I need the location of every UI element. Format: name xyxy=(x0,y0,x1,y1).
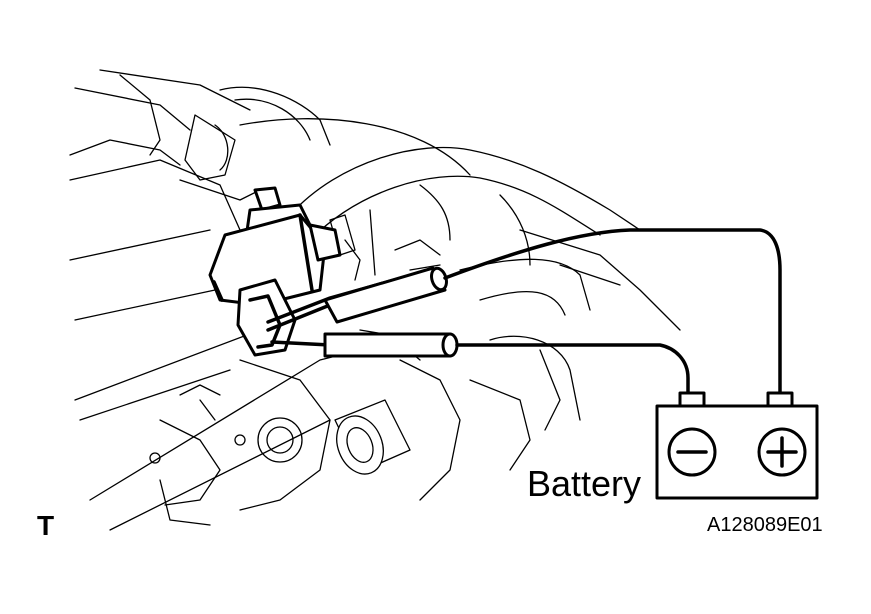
plus-icon xyxy=(766,436,798,468)
corner-mark: T xyxy=(37,510,55,541)
battery-label: Battery xyxy=(527,463,642,504)
test-leads xyxy=(266,228,782,397)
battery-illustration xyxy=(655,391,819,500)
engine-background-lines xyxy=(69,69,681,531)
figure-code: A128089E01 xyxy=(707,514,823,536)
sensor-assembly xyxy=(208,186,342,357)
